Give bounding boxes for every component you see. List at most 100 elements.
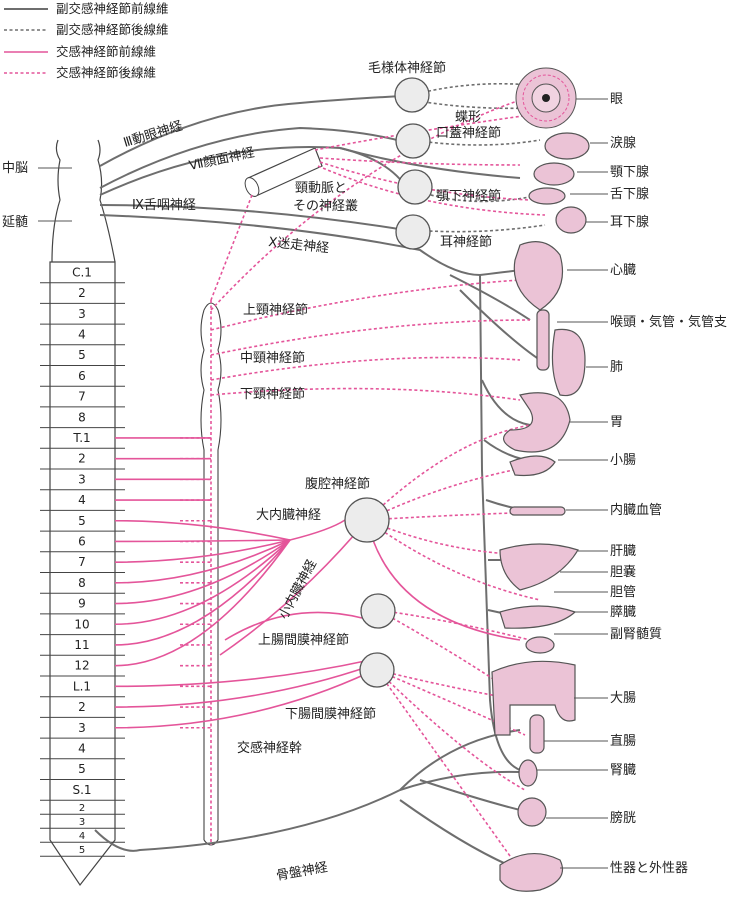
midbrain-label: 中脳 xyxy=(2,161,28,176)
lung xyxy=(551,328,586,397)
organ-label: 性器と外性器 xyxy=(610,861,688,876)
legend: 副交感神経節前線維 副交感神経節後線維 交感神経節前線維 交感神経節後線維 xyxy=(4,1,169,80)
spine-segment-label: 3 xyxy=(78,307,86,321)
organ-labels: 眼涙腺顎下腺舌下腺耳下腺心臓喉頭・気管・気管支肺胃小腸内臓血管肝臓胆嚢胆管膵臓副… xyxy=(610,92,727,876)
spine-segment-label: 7 xyxy=(78,390,86,404)
pelvic-nerve-label: 骨盤神経 xyxy=(275,860,329,884)
organ-label: 心臓 xyxy=(610,263,636,278)
celiac-ganglion-label: 腹腔神経節 xyxy=(305,476,370,492)
organ-label: 胃 xyxy=(610,415,623,430)
spine-segment-label: 5 xyxy=(79,845,85,856)
middle-cervical-ganglion-label: 中頸神経節 xyxy=(240,351,305,366)
preganglionic-fiber xyxy=(114,539,291,543)
celiac-ganglion xyxy=(344,497,390,543)
stomach xyxy=(503,392,571,453)
preganglionic-fiber xyxy=(114,539,291,563)
spine-segment-label: 12 xyxy=(74,659,89,673)
submandibular-gland xyxy=(533,162,575,186)
superior-cervical-ganglion-label: 上頸神経節 xyxy=(243,303,308,318)
large-intestine xyxy=(491,660,576,736)
spine-segment-label: 3 xyxy=(79,817,85,828)
legend-label: 交感神経節後線維 xyxy=(56,65,156,80)
preganglionic-fiber xyxy=(114,665,371,708)
spine-segment-label: 5 xyxy=(78,762,86,776)
preganglionic-fiber xyxy=(114,539,291,646)
organ-label: 耳下腺 xyxy=(610,215,649,230)
ciliary-ganglion-label: 毛様体神経節 xyxy=(368,61,446,76)
adrenal-medulla xyxy=(525,636,555,654)
small-intestine xyxy=(509,455,556,477)
pancreas xyxy=(499,605,577,629)
organs xyxy=(491,67,590,892)
sphenopalatine-label-2: 口蓋神経節 xyxy=(436,126,501,141)
vagus-nerve-label: Ⅹ迷走神経 xyxy=(268,235,330,256)
spine-segment-label: 10 xyxy=(74,617,89,631)
organ-label: 眼 xyxy=(610,92,623,107)
organ-label: 直腸 xyxy=(610,734,636,749)
organ-label: 肝臓 xyxy=(610,544,636,559)
trachea xyxy=(536,309,550,371)
lacrimal-gland xyxy=(544,132,590,160)
organ-label: 舌下腺 xyxy=(610,187,649,202)
spine-segment-label: 7 xyxy=(78,555,86,569)
spinal-cord: C.12345678T.123456789101112L.12345S.1234… xyxy=(40,261,125,887)
organ-label: 喉頭・気管・気管支 xyxy=(610,314,727,330)
organ-label: 肺 xyxy=(610,360,623,375)
organ-label: 胆嚢 xyxy=(610,564,636,580)
spine-segment-label: 3 xyxy=(78,472,86,486)
spine-segment-label: 2 xyxy=(78,286,86,300)
spine-segment-label: 8 xyxy=(78,576,86,590)
spine-segment-label: 6 xyxy=(78,369,86,383)
preganglionic-fiber xyxy=(114,539,291,584)
preganglionic-fiber xyxy=(114,671,371,729)
glossopharyngeal-nerve-label: Ⅸ舌咽神経 xyxy=(132,198,196,213)
sympathetic-trunk xyxy=(200,300,222,846)
visceral-vessel xyxy=(509,506,566,516)
spine-segment-label: 5 xyxy=(78,514,86,528)
sympathetic-preganglionic xyxy=(114,437,371,729)
ganglia xyxy=(344,77,433,688)
spine-segment-label: C.1 xyxy=(72,265,92,279)
heart xyxy=(513,241,564,311)
bladder xyxy=(517,797,547,827)
spine-segment-label: 5 xyxy=(78,348,86,362)
spine-segment-label: 4 xyxy=(78,493,86,507)
genitals xyxy=(499,852,564,892)
nerve-labels: Ⅲ動眼神経 Ⅶ顔面神経 Ⅸ舌咽神経 Ⅹ迷走神経 毛様体神経節 蝶形 口蓋神経節 … xyxy=(122,61,501,884)
spine-segment-label: 9 xyxy=(78,597,86,611)
legend-label: 交感神経節前線維 xyxy=(56,44,156,59)
sublingual-gland xyxy=(528,187,566,205)
superior-mesenteric-label: 上腸間膜神経節 xyxy=(258,633,349,648)
organ-label: 内臓血管 xyxy=(610,502,662,518)
spine-segment-label: 6 xyxy=(78,534,86,548)
spine-segment-label: 4 xyxy=(78,327,86,341)
spine-segment-label: 8 xyxy=(78,410,86,424)
spine-segment-label: S.1 xyxy=(72,783,91,797)
spine-segment-label: L.1 xyxy=(73,679,91,693)
pterygopalatine-ganglion xyxy=(395,123,431,159)
spine-segment-label: T.1 xyxy=(72,431,90,445)
organ-label: 小腸 xyxy=(610,453,636,468)
parotid-gland xyxy=(555,206,587,234)
preganglionic-fiber xyxy=(114,539,291,626)
preganglionic-fiber xyxy=(114,539,291,667)
ciliary-ganglion xyxy=(394,77,430,113)
preganglionic-fiber xyxy=(114,519,291,541)
organ-label: 涙腺 xyxy=(610,135,636,151)
sympathetic-trunk-label: 交感神経幹 xyxy=(237,740,302,756)
organ-label: 腎臓 xyxy=(610,763,636,778)
spine-segment-label: 4 xyxy=(78,741,86,755)
organ-label: 副腎髄質 xyxy=(610,627,662,642)
spine-segment-label: 11 xyxy=(74,638,89,652)
submandibular-ganglion xyxy=(397,169,433,205)
sphenopalatine-label-1: 蝶形 xyxy=(455,110,481,125)
liver xyxy=(499,543,579,591)
superior-mesenteric-ganglion xyxy=(360,593,396,629)
otic-ganglion-label: 耳神経節 xyxy=(440,235,492,250)
legend-label: 副交感神経節前線維 xyxy=(56,1,169,16)
organ-label: 大腸 xyxy=(610,691,636,706)
organ-label: 膀胱 xyxy=(610,810,636,826)
inferior-cervical-ganglion-label: 下頸神経節 xyxy=(240,387,305,402)
otic-ganglion xyxy=(395,214,431,250)
carotid-artery xyxy=(210,147,323,301)
